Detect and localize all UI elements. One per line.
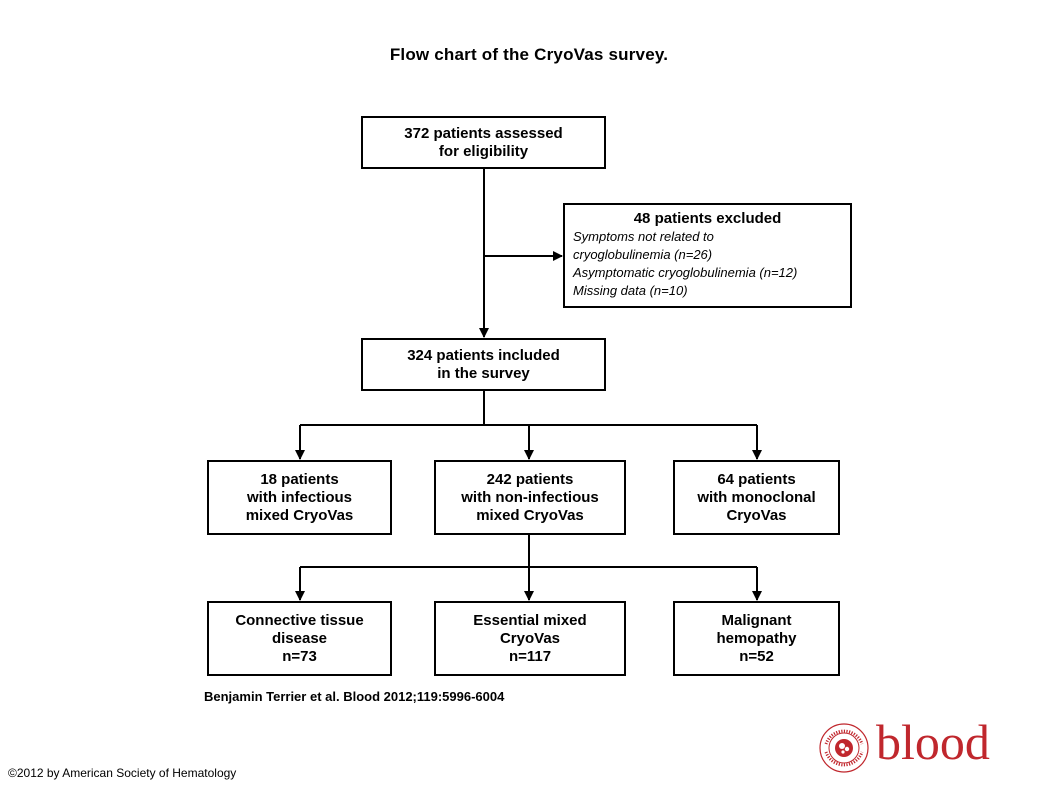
box-monoclonal-line3: CryoVas	[726, 506, 787, 524]
box-assessed-line1: 372 patients assessed	[404, 124, 563, 142]
box-infectious: 18 patients with infectious mixed CryoVa…	[207, 460, 392, 535]
figure-title: Flow chart of the CryoVas survey.	[389, 45, 669, 64]
box-monoclonal: 64 patients with monoclonal CryoVas	[673, 460, 840, 535]
box-connective: Connective tissue disease n=73	[207, 601, 392, 676]
box-connective-line2: disease	[271, 629, 328, 647]
box-malignant-line1: Malignant	[721, 611, 792, 629]
logo-wordmark: blood	[876, 714, 990, 770]
box-malignant: Malignant hemopathy n=52	[673, 601, 840, 676]
excluded-item: Missing data (n=10)	[573, 283, 688, 298]
excluded-item: Symptoms not related to	[573, 229, 714, 244]
box-included-line2: in the survey	[437, 364, 530, 382]
copyright-notice: ©2012 by American Society of Hematology	[8, 766, 237, 780]
box-noninfectious-line1: 242 patients	[486, 470, 574, 488]
box-essential-line1: Essential mixed	[473, 611, 587, 629]
box-noninfectious-line2: with non-infectious	[461, 488, 599, 506]
box-connective-line3: n=73	[282, 647, 317, 665]
excluded-item: Asymptomatic cryoglobulinemia (n=12)	[573, 265, 798, 280]
box-essential-line2: CryoVas	[499, 629, 561, 647]
box-included-line1: 324 patients included	[407, 346, 560, 364]
box-noninfectious: 242 patients with non-infectious mixed C…	[434, 460, 626, 535]
box-connective-line1: Connective tissue	[235, 611, 364, 629]
box-assessed: 372 patients assessed for eligibility	[361, 116, 606, 169]
box-infectious-line3: mixed CryoVas	[245, 506, 354, 524]
blood-journal-logo: blood	[818, 714, 998, 773]
box-included: 324 patients included in the survey	[361, 338, 606, 391]
box-excluded-heading: 48 patients excluded	[633, 210, 782, 227]
box-infectious-line1: 18 patients	[260, 470, 339, 488]
box-malignant-line3: n=52	[739, 647, 774, 665]
box-essential: Essential mixed CryoVas n=117	[434, 601, 626, 676]
box-excluded: 48 patients excluded Symptoms not relate…	[563, 203, 852, 308]
box-essential-line3: n=117	[508, 647, 552, 665]
citation: Benjamin Terrier et al. Blood 2012;119:5…	[204, 689, 505, 704]
box-malignant-line2: hemopathy	[716, 629, 797, 647]
box-assessed-line2: for eligibility	[438, 142, 529, 160]
box-infectious-line2: with infectious	[247, 488, 352, 506]
box-monoclonal-line2: with monoclonal	[697, 488, 816, 506]
ash-seal-icon	[819, 723, 869, 773]
box-noninfectious-line3: mixed CryoVas	[476, 506, 584, 524]
excluded-item: cryoglobulinemia (n=26)	[573, 247, 713, 262]
box-monoclonal-line1: 64 patients	[717, 470, 796, 488]
